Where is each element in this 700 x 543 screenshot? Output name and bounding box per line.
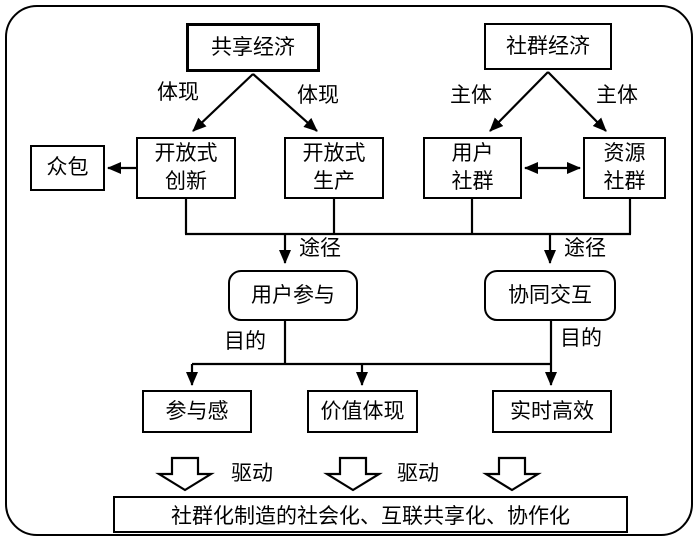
edge-community-to-user <box>489 71 549 132</box>
node-user-participation: 用户参与 <box>228 270 358 321</box>
edge-sharing-to-innovation <box>192 73 254 132</box>
node-open-production: 开放式 生产 <box>284 137 384 199</box>
edge-label-subject-left: 主体 <box>450 83 492 107</box>
edge-label-purpose-left: 目的 <box>224 329 266 353</box>
outer-rounded-border <box>5 5 693 536</box>
edge-label-purpose-right: 目的 <box>560 326 602 350</box>
edge-community-to-resource <box>547 71 607 132</box>
edge-label-path-left: 途径 <box>299 236 341 260</box>
edge-label-drive-left: 驱动 <box>231 461 273 485</box>
node-collaborative-interaction: 协同交互 <box>484 270 616 321</box>
node-participation-sense: 参与感 <box>142 390 252 433</box>
edge-label-drive-right: 驱动 <box>397 461 439 485</box>
node-user-community: 用户 社群 <box>423 137 522 199</box>
block-arrow-down-left <box>155 456 215 492</box>
node-realtime-efficiency: 实时高效 <box>492 390 612 433</box>
node-value-embodiment: 价值体现 <box>307 390 418 433</box>
node-open-innovation: 开放式 创新 <box>136 137 236 199</box>
edge-label-path-right: 途径 <box>564 236 606 260</box>
edge-label-embody-left: 体现 <box>157 80 199 104</box>
node-crowdsourcing: 众包 <box>30 145 105 191</box>
edge-label-embody-right: 体现 <box>297 83 339 107</box>
bottom-banner: 社群化制造的社会化、互联共享化、协作化 <box>113 496 628 533</box>
node-community-economy: 社群经济 <box>484 23 612 70</box>
edge-label-subject-right: 主体 <box>596 83 638 107</box>
block-arrow-down-middle <box>323 456 383 492</box>
node-resource-community: 资源 社群 <box>583 137 666 199</box>
block-arrow-down-right <box>482 456 542 492</box>
node-sharing-economy: 共享经济 <box>186 23 320 72</box>
edge-sharing-to-production <box>252 73 318 132</box>
